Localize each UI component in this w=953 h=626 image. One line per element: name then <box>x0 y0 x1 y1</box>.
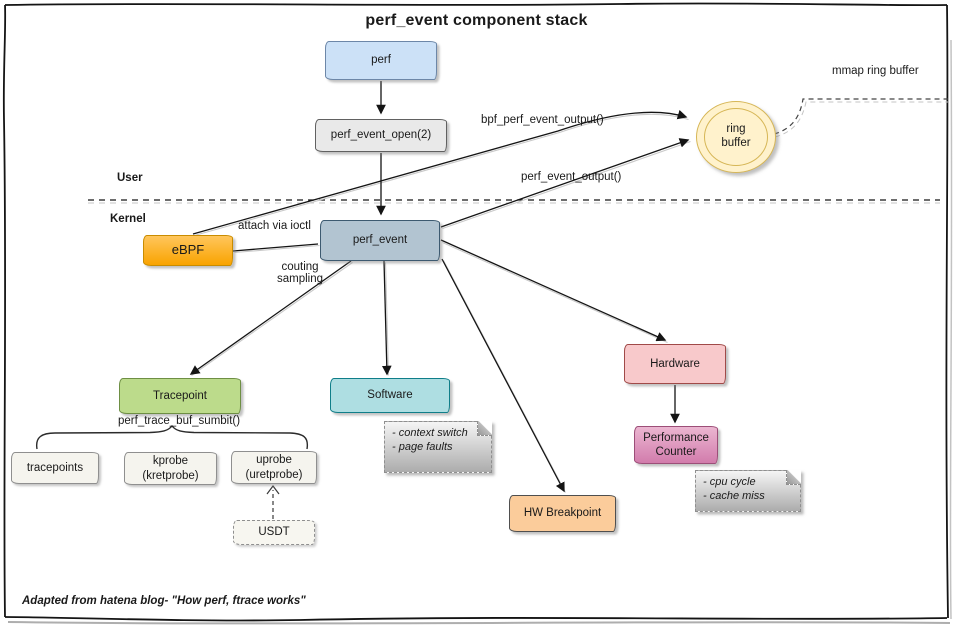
edge-label-perf-trace-buf-submit: perf_trace_buf_sumbit() <box>118 415 241 427</box>
node-perf-event-open: perf_event_open(2) <box>315 119 447 152</box>
connectors <box>189 81 690 493</box>
edge-perfevent-to-tracepoint <box>189 260 352 375</box>
node-ring-buffer: ring buffer <box>696 101 776 173</box>
region-label-user: User <box>117 172 143 184</box>
node-software: Software <box>330 378 450 413</box>
edge-perfevent-to-hardware <box>440 239 667 342</box>
edge-ebpf-perfevent <box>232 243 319 252</box>
node-kprobe: kprobe (kretprobe) <box>124 452 217 485</box>
note-software-events: - context switch - page faults <box>384 421 492 473</box>
edge-label-mmap-ring-buffer: mmap ring buffer <box>832 65 919 77</box>
diagram-title: perf_event component stack <box>365 12 588 29</box>
node-hardware: Hardware <box>624 344 726 384</box>
edge-ebpf-to-ringbuffer <box>192 109 688 235</box>
edge-label-bpf-perf-event-output: bpf_perf_event_output() <box>481 114 604 126</box>
edge-label-counting-sampling: couting sampling <box>276 261 324 285</box>
edge-label-attach-via-ioctl: attach via ioctl <box>238 220 311 232</box>
node-perf: perf <box>325 41 437 80</box>
attribution-text: Adapted from hatena blog- "How perf, ftr… <box>22 595 306 607</box>
region-label-kernel: Kernel <box>110 213 146 225</box>
node-perf-event: perf_event <box>320 220 440 261</box>
probe-brace <box>35 424 309 450</box>
mmap-link <box>773 98 948 135</box>
node-ebpf: eBPF <box>143 235 233 266</box>
edge-usdt-to-uprobe <box>266 485 280 519</box>
node-tracepoints: tracepoints <box>11 452 99 484</box>
mmap-link-echo <box>774 101 948 138</box>
node-tracepoint: Tracepoint <box>119 378 241 414</box>
ring-buffer-inner-ellipse <box>704 108 768 166</box>
node-usdt: USDT <box>233 520 315 545</box>
edge-perfevent-to-hwbreakpoint <box>441 258 565 493</box>
edge-label-perf-event-output: perf_event_output() <box>521 171 622 183</box>
frame-shadow <box>7 39 953 625</box>
node-performance-counter: Performance Counter <box>634 426 718 464</box>
edge-perfevent-to-software <box>381 260 392 376</box>
edge-perfevent-to-ringbuffer <box>440 138 690 228</box>
node-uprobe: uprobe (uretprobe) <box>231 451 317 484</box>
node-hw-breakpoint: HW Breakpoint <box>509 495 616 532</box>
note-hardware-events: - cpu cycle - cache miss <box>695 470 801 512</box>
